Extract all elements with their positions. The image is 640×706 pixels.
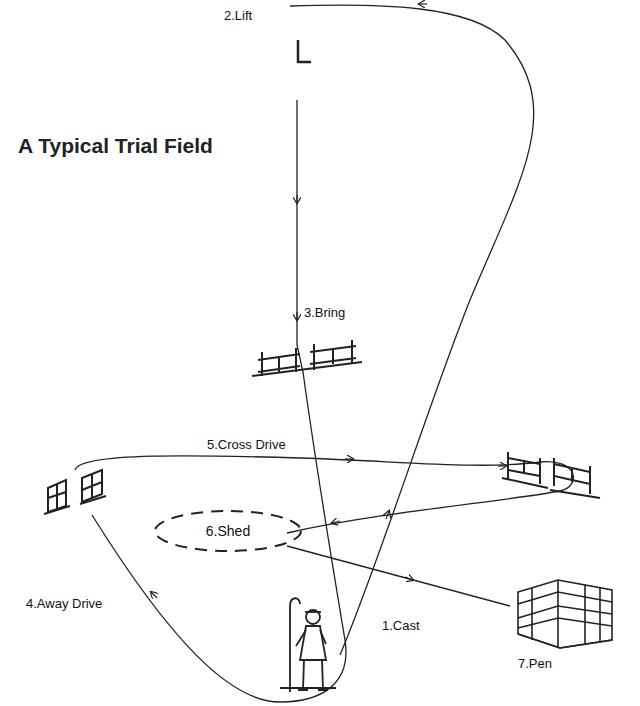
handler-figure [280, 598, 336, 692]
stage-label: 4.Away Drive [24, 596, 104, 612]
stage-label: 1.Cast [380, 618, 422, 634]
shed-label: 6.Shed [206, 523, 250, 539]
diagram-title: A Typical Trial Field [18, 134, 213, 158]
away-drive-gates [44, 470, 106, 514]
shed-ring: 6.Shed [153, 509, 303, 553]
shed-text-box: 6.Shed [206, 523, 250, 539]
stage-label: 3.Bring [302, 305, 347, 321]
pen-path [287, 546, 510, 606]
stage-label: 7.Pen [516, 656, 554, 672]
cast-path [290, 5, 534, 655]
stage-label: 2.Lift [222, 8, 254, 24]
lift-post [298, 40, 311, 62]
cross-drive-gates [502, 452, 600, 498]
bring-path [92, 100, 346, 702]
bring-gates [252, 340, 362, 376]
stage-label: 5.Cross Drive [205, 437, 288, 453]
sheep-pen [518, 580, 612, 648]
cross-drive-path [75, 456, 573, 533]
